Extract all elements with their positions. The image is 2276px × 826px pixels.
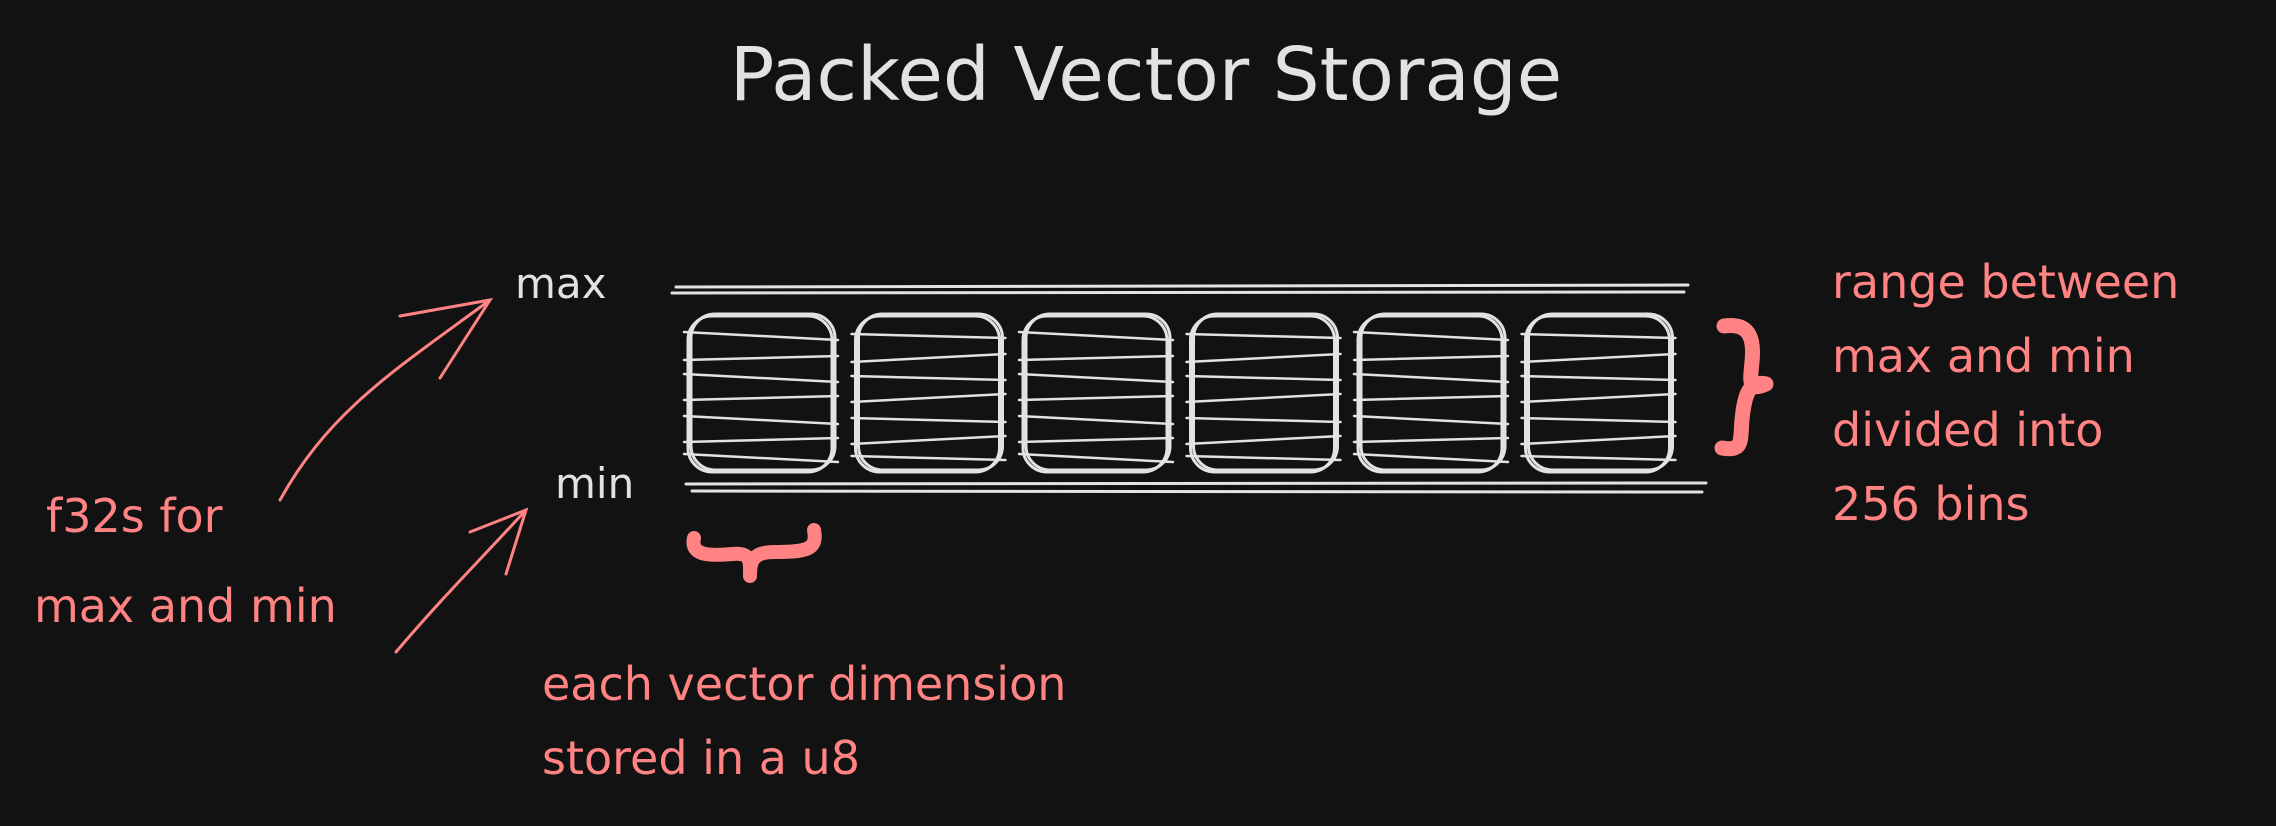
min-label: min: [555, 459, 634, 508]
range-note-line-3: divided into: [1832, 403, 2103, 457]
range-note-line-1: range between: [1832, 255, 2179, 309]
min-arrow: [394, 507, 529, 654]
dimension-brace: [686, 523, 822, 583]
range-note: range between max and min divided into 2…: [1832, 255, 2194, 531]
byte-cell: [1352, 312, 1510, 474]
f32-note: f32s for max and min: [34, 489, 337, 633]
dimension-note-line-1: each vector dimension: [542, 657, 1066, 711]
byte-cells: [682, 312, 1677, 474]
byte-cell: [1185, 312, 1342, 474]
f32-note-line-2: max and min: [34, 579, 337, 633]
byte-cell: [682, 312, 840, 474]
range-note-line-4: 256 bins: [1832, 477, 2030, 531]
byte-cell: [1017, 312, 1175, 474]
range-note-line-2: max and min: [1832, 329, 2135, 383]
min-line: [684, 481, 1708, 494]
byte-cell: [1520, 312, 1677, 474]
dimension-note: each vector dimension stored in a u8: [542, 657, 1081, 785]
diagram-title: Packed Vector Storage: [730, 32, 1562, 118]
dimension-note-line-2: stored in a u8: [542, 731, 860, 785]
byte-cell: [850, 312, 1007, 474]
max-line: [670, 283, 1690, 295]
range-brace: [1714, 318, 1774, 457]
f32-note-line-1: f32s for: [46, 489, 223, 543]
max-label: max: [515, 259, 607, 308]
max-arrow: [278, 297, 494, 502]
